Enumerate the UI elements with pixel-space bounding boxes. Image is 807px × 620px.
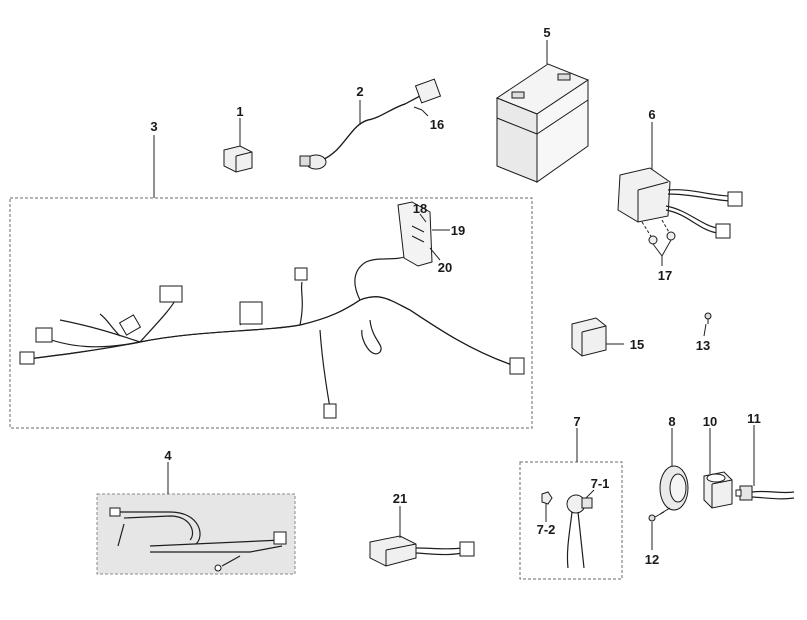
wiring-harness (19, 201, 525, 419)
callout-5: 5 (543, 25, 550, 40)
callout-1: 1 (236, 104, 243, 119)
cable-assembly (109, 507, 287, 572)
harness-box (9, 197, 533, 429)
horn-icon (659, 465, 689, 515)
harness-panel (96, 493, 296, 575)
callout-4: 4 (164, 448, 172, 463)
bolt-icon (648, 511, 665, 522)
callout-7-1: 7-1 (591, 476, 610, 491)
leader-18 (419, 213, 427, 223)
callout-21: 21 (393, 491, 407, 506)
bolt-icon (704, 312, 712, 324)
leader-16 (421, 109, 429, 117)
callout-13: 13 (696, 338, 710, 353)
bolt-icon (413, 106, 423, 111)
bolt-icon (541, 491, 553, 505)
switch-icon (566, 494, 593, 569)
callout-11: 11 (747, 411, 761, 426)
callout-19: 19 (451, 223, 465, 238)
sensor-icon (299, 78, 442, 170)
callout-20: 20 (438, 260, 452, 275)
resistor-icon (369, 535, 475, 567)
callout-7-2: 7-2 (537, 522, 556, 537)
leader-7-1 (585, 489, 595, 499)
callout-7: 7 (573, 414, 580, 429)
switch-group-box (519, 461, 623, 580)
leader-17 (652, 239, 672, 266)
callout-8: 8 (668, 414, 675, 429)
regulator-icon (617, 167, 743, 239)
callout-6: 6 (648, 107, 655, 122)
connector-icon (223, 145, 253, 173)
callout-2: 2 (356, 84, 363, 99)
bolt-icon (648, 231, 676, 245)
relay-icon (571, 317, 607, 357)
callout-15: 15 (630, 337, 644, 352)
callout-18: 18 (413, 201, 427, 216)
callout-16: 16 (430, 117, 444, 132)
switch-icon (703, 471, 733, 509)
battery-icon (495, 63, 590, 183)
switch-icon (735, 485, 795, 501)
callout-12: 12 (645, 552, 659, 567)
callout-3: 3 (150, 119, 157, 134)
callout-10: 10 (703, 414, 717, 429)
leader-20 (429, 247, 441, 261)
callout-17: 17 (658, 268, 672, 283)
leader-13 (703, 323, 707, 337)
